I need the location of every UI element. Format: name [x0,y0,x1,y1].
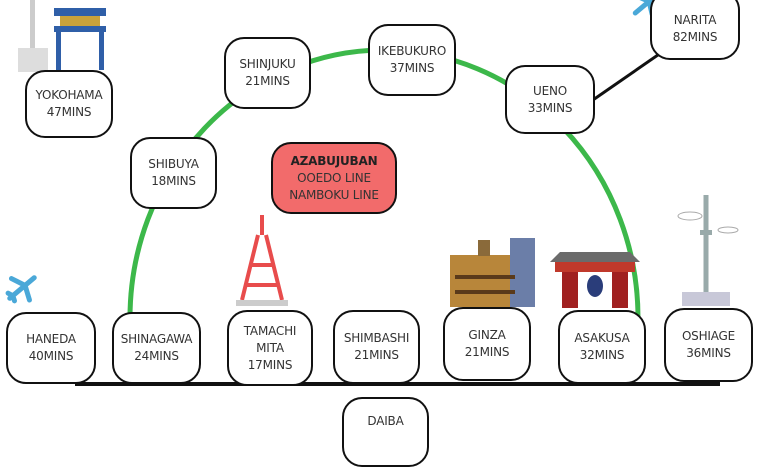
station-name: NARITA [673,13,717,27]
station-name: HANEDA [26,332,76,346]
hub-station-azabujuban: AZABUJUBAN OOEDO LINE NAMBOKU LINE [271,142,397,214]
station-yokohama: YOKOHAMA 47MINS [25,70,113,138]
hub-line: NAMBOKU LINE [289,187,379,202]
station-ueno: UENO 33MINS [505,65,595,134]
route-lines [5,0,739,386]
travel-time: 40MINS [28,349,74,363]
station-name: SHINAGAWA [120,332,193,346]
airplane-icon [5,275,37,304]
skytree-icon [677,195,739,306]
travel-time: 24MINS [134,349,179,363]
station-name: YOKOHAMA [35,88,103,102]
station-daiba: DAIBA [342,397,429,467]
travel-time: 33MINS [527,100,573,115]
travel-time: 82MINS [672,30,718,44]
hub-line: OOEDO LINE [297,170,371,185]
station-shinjuku: SHINJUKU 21MINS [224,37,311,109]
station-name: TAMACHI [243,323,297,338]
station-name: ASAKUSA [574,331,630,345]
travel-time: 37MINS [389,61,435,75]
narita-connector-line [589,46,669,104]
station-name: OSHIAGE [681,329,736,343]
travel-time: 18MINS [151,174,196,188]
kaminarimon-gate-icon [550,252,640,308]
station-name: SHINJUKU [239,57,296,71]
station-name: GINZA [468,328,506,342]
station-name: SHIBUYA [148,157,199,171]
station-haneda: HANEDA 40MINS [6,312,96,384]
station-shinagawa: SHINAGAWA 24MINS [112,312,201,384]
travel-time: 21MINS [245,74,290,88]
travel-time: 21MINS [464,345,510,359]
station-name: MITA [256,340,284,355]
station-narita: NARITA 82MINS [650,0,740,60]
station-name: DAIBA [367,414,404,428]
travel-time: 32MINS [579,348,625,362]
station-shibuya: SHIBUYA 18MINS [130,137,217,209]
travel-time: 36MINS [686,346,731,360]
travel-time: 21MINS [354,348,399,362]
ginza-building-icon [450,238,535,307]
tokyo-tower-icon [236,215,288,306]
station-asakusa: ASAKUSA 32MINS [558,310,646,384]
travel-time: 47MINS [46,105,92,119]
travel-time: 17MINS [247,357,293,372]
yokohama-landmark-icon [18,0,106,72]
station-shimbashi: SHIMBASHI 21MINS [333,310,420,384]
hub-name: AZABUJUBAN [290,153,378,168]
station-name: IKEBUKURO [377,44,447,58]
station-oshiage: OSHIAGE 36MINS [664,308,753,382]
station-tamachi-mita: TAMACHI MITA 17MINS [227,310,313,386]
station-name: SHIMBASHI [343,331,410,345]
station-ginza: GINZA 21MINS [443,307,531,381]
station-ikebukuro: IKEBUKURO 37MINS [368,24,456,96]
station-name: UENO [533,83,567,98]
